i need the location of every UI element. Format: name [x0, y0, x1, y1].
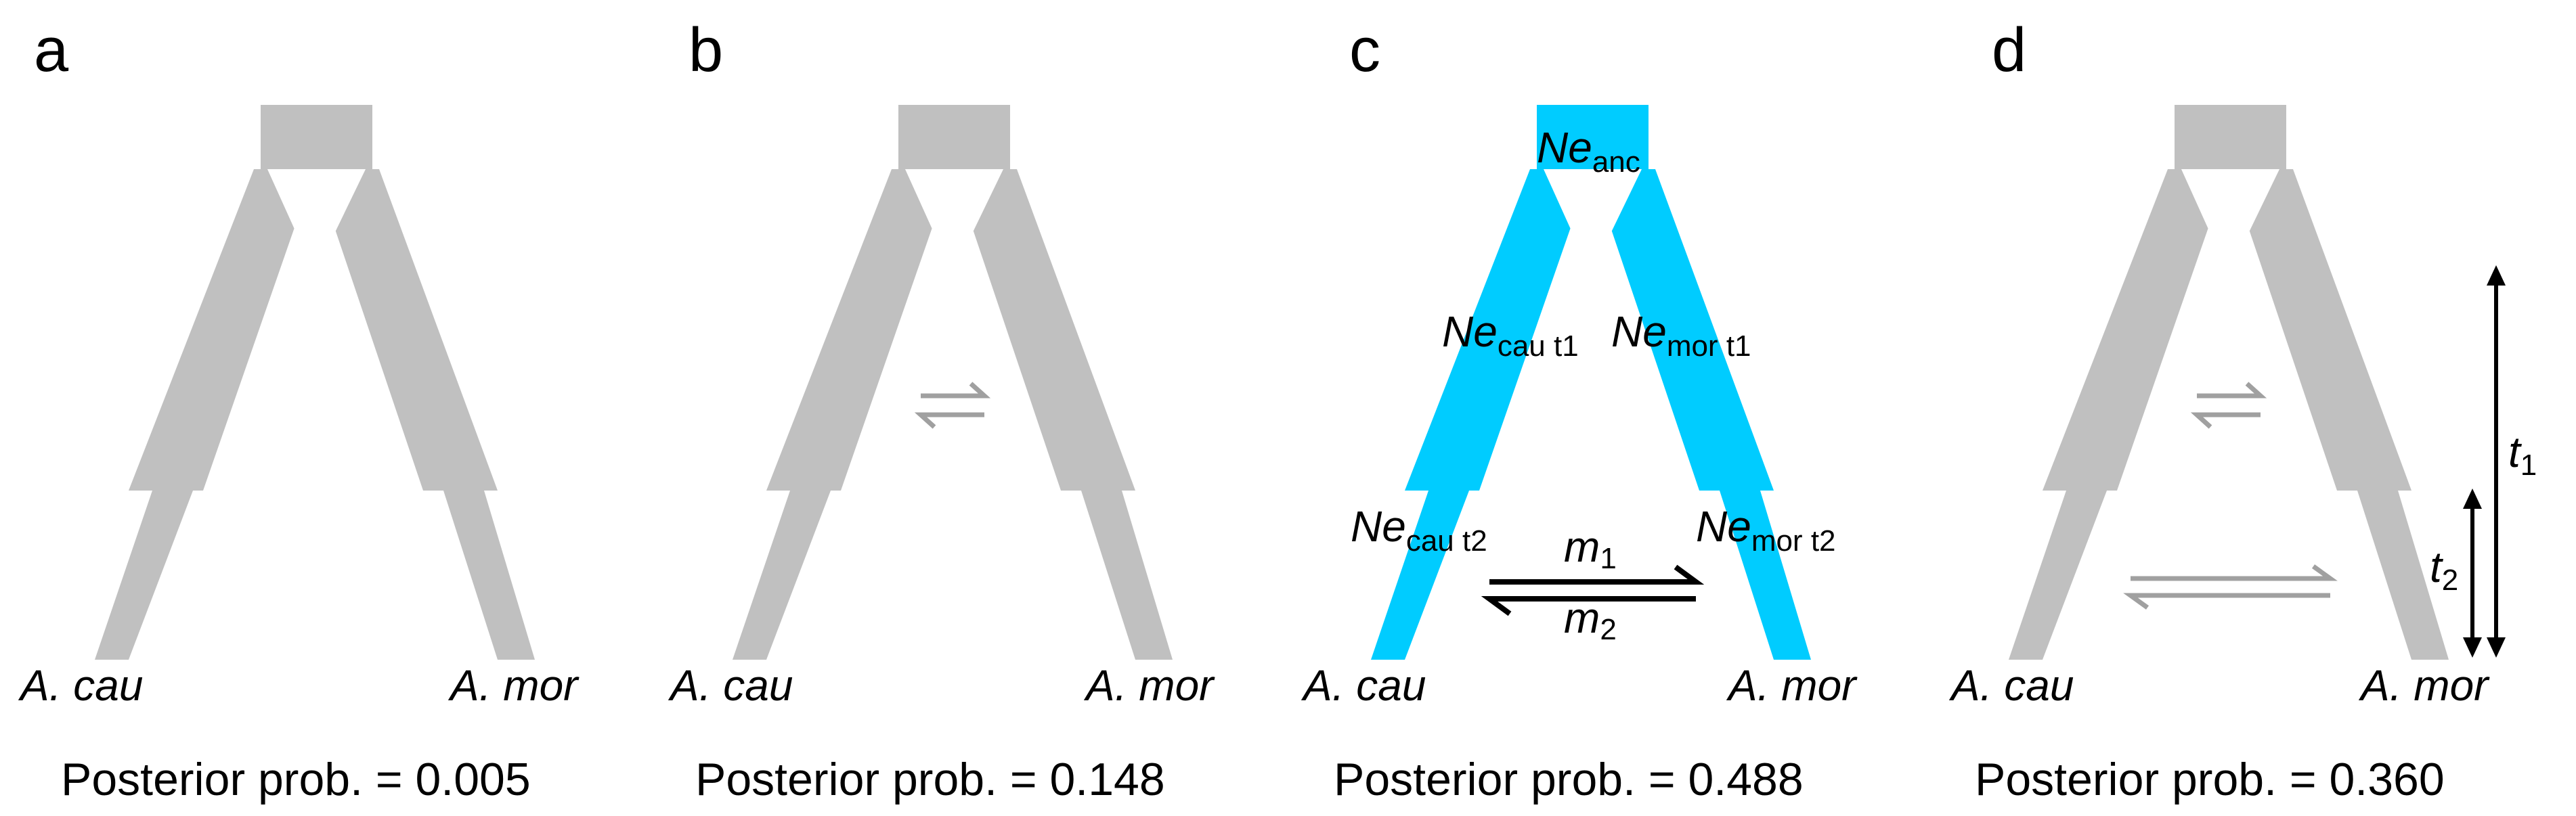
branch-gap [267, 169, 366, 274]
migration-arrows-recent [2123, 564, 2338, 610]
panel-letter: c [1349, 16, 1380, 85]
left-branch-t2 [733, 491, 831, 660]
ancestral-population [1537, 105, 1649, 169]
migration-arrows-ancestral [2190, 382, 2267, 429]
left-branch-t2 [95, 491, 193, 660]
ne-anc-label: Neanc [1537, 123, 1640, 179]
migration-arrows-recent [1481, 564, 1705, 616]
migration-arrow-right [921, 382, 991, 399]
panel-d: d t1 t2 A. cau A. [1948, 16, 2537, 805]
species-right-label: A. mor [1083, 661, 1215, 710]
ancestral-population [898, 105, 1010, 169]
migration-arrow-left [2123, 593, 2330, 610]
right-branch-t1 [1591, 169, 1774, 491]
left-branch-t1 [766, 169, 953, 491]
left-branch-t1 [1405, 169, 1591, 491]
left-branch-t2 [2009, 491, 2107, 660]
m1-label: m1 [1564, 522, 1617, 575]
species-right-label: A. mor [447, 661, 580, 710]
posterior-prob-label: Posterior prob. = 0.360 [1975, 754, 2445, 805]
right-branch-t2 [1720, 491, 1811, 660]
time-arrow-t1 [2487, 265, 2506, 658]
posterior-prob-label: Posterior prob. = 0.148 [695, 754, 1165, 805]
t2-label: t2 [2430, 543, 2458, 597]
migration-arrow-right [2197, 382, 2267, 399]
tree-shape [1371, 105, 1811, 660]
posterior-prob-label: Posterior prob. = 0.488 [1334, 754, 1804, 805]
migration-arrow-m2 [1481, 596, 1696, 616]
tree-shape [95, 105, 535, 660]
branch-gap [905, 169, 1003, 274]
migration-arrow-right [2131, 564, 2338, 581]
species-right-label: A. mor [2358, 661, 2490, 710]
panel-letter: b [689, 16, 723, 85]
branch-gap [1544, 169, 1642, 274]
left-branch-t1 [2043, 169, 2229, 491]
t1-arrowhead-bottom [2487, 637, 2506, 658]
ancestral-population [2175, 105, 2286, 169]
panel-b: b A. cau A. mor Posterior prob. = 0.148 [668, 16, 1215, 805]
migration-arrow-m1 [1489, 564, 1705, 585]
panel-letter: d [1992, 16, 2026, 85]
species-left-label: A. cau [668, 661, 793, 710]
species-right-label: A. mor [1726, 661, 1858, 710]
t2-arrowhead-bottom [2463, 637, 2482, 658]
right-branch-t1 [2229, 169, 2411, 491]
t1-label: t1 [2508, 428, 2537, 482]
ne-mor-t1-label: Nemor t1 [1611, 307, 1751, 363]
migration-arrow-left [2190, 412, 2261, 429]
migration-arrows-ancestral [914, 382, 991, 429]
right-branch-t1 [953, 169, 1135, 491]
t1-arrowhead-top [2487, 265, 2506, 286]
species-left-label: A. cau [1948, 661, 2074, 710]
panel-c: c Neanc Necau t1 Nemor t1 Necau t2 Nemor… [1301, 16, 1858, 805]
species-left-label: A. cau [18, 661, 143, 710]
species-left-label: A. cau [1301, 661, 1426, 710]
left-branch-t2 [1371, 491, 1469, 660]
ne-cau-t2-label: Necau t2 [1351, 502, 1487, 558]
right-branch-t2 [2357, 491, 2449, 660]
right-branch-t2 [443, 491, 535, 660]
posterior-prob-label: Posterior prob. = 0.005 [61, 754, 531, 805]
panel-a: a A. cau A. mor Posterior prob. = 0.005 [18, 16, 580, 805]
left-branch-t1 [129, 169, 315, 491]
ne-cau-t1-label: Necau t1 [1442, 307, 1579, 363]
ne-mor-t2-label: Nemor t2 [1696, 502, 1836, 558]
migration-arrow-left [914, 412, 984, 429]
tree-shape [733, 105, 1173, 660]
m2-label: m2 [1564, 593, 1617, 646]
right-branch-t1 [315, 169, 498, 491]
branch-gap [2181, 169, 2279, 274]
ancestral-population [261, 105, 372, 169]
panel-letter: a [34, 16, 69, 85]
right-branch-t2 [1081, 491, 1173, 660]
t2-arrowhead-top [2463, 489, 2482, 509]
tree-shape [2009, 105, 2449, 660]
time-arrow-t2 [2463, 489, 2482, 658]
